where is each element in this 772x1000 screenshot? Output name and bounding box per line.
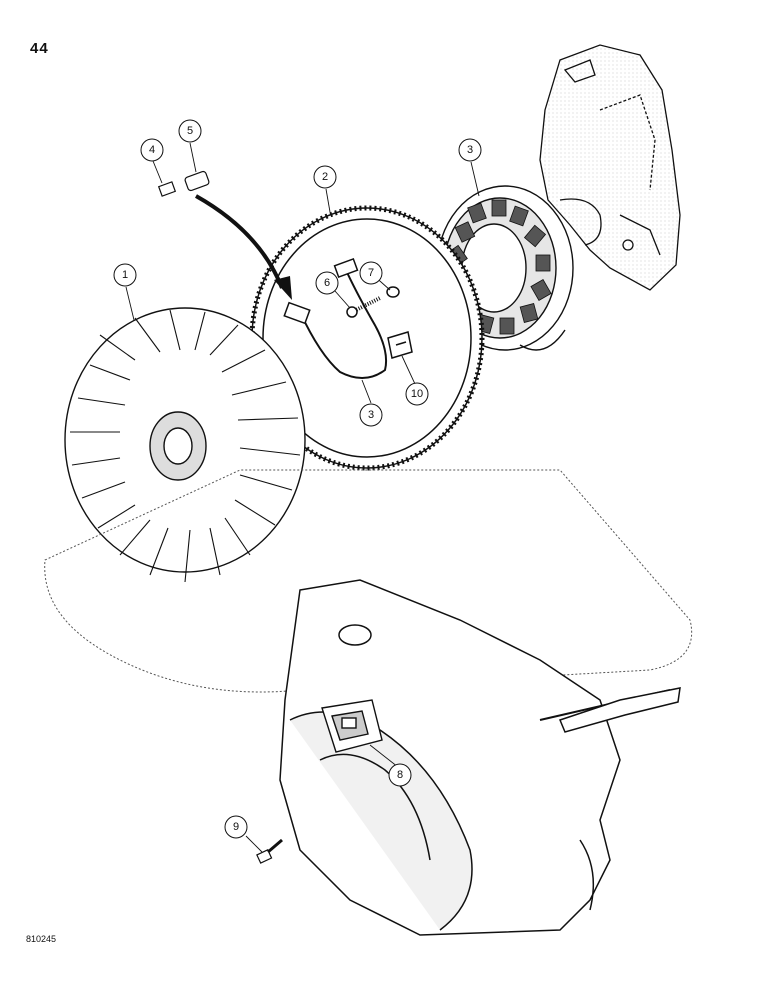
engine-housing xyxy=(539,44,681,291)
callout-3-harness: 3 xyxy=(359,403,383,427)
svg-text:10: 10 xyxy=(411,388,423,400)
drawing-code: 810245 xyxy=(26,934,57,944)
svg-text:4: 4 xyxy=(149,144,155,156)
arrow-head xyxy=(274,276,292,300)
svg-text:6: 6 xyxy=(324,277,330,289)
regulator xyxy=(321,699,383,753)
svg-text:3: 3 xyxy=(368,409,374,421)
svg-text:2: 2 xyxy=(322,171,328,183)
callout-6: 6 xyxy=(315,271,339,295)
callout-5: 5 xyxy=(178,119,202,143)
callout-8: 8 xyxy=(388,763,412,787)
callout-10: 10 xyxy=(405,382,429,406)
bolt xyxy=(256,838,283,864)
svg-text:5: 5 xyxy=(187,125,193,137)
svg-text:8: 8 xyxy=(397,769,403,781)
blower-housing xyxy=(279,579,681,936)
callout-4: 4 xyxy=(140,138,164,162)
svg-text:3: 3 xyxy=(467,144,473,156)
svg-text:1: 1 xyxy=(122,269,128,281)
install-arrow xyxy=(195,194,284,289)
fan xyxy=(64,307,306,583)
leader-lines xyxy=(125,142,480,853)
callout-7: 7 xyxy=(359,261,383,285)
svg-text:9: 9 xyxy=(233,821,239,833)
callout-9: 9 xyxy=(224,815,248,839)
connector xyxy=(184,170,210,192)
page-number: 44 xyxy=(30,40,49,57)
fitting xyxy=(157,181,177,197)
callout-1: 1 xyxy=(113,263,137,287)
callout-2: 2 xyxy=(313,165,337,189)
svg-text:7: 7 xyxy=(368,267,374,279)
callout-3-stator: 3 xyxy=(458,138,482,162)
